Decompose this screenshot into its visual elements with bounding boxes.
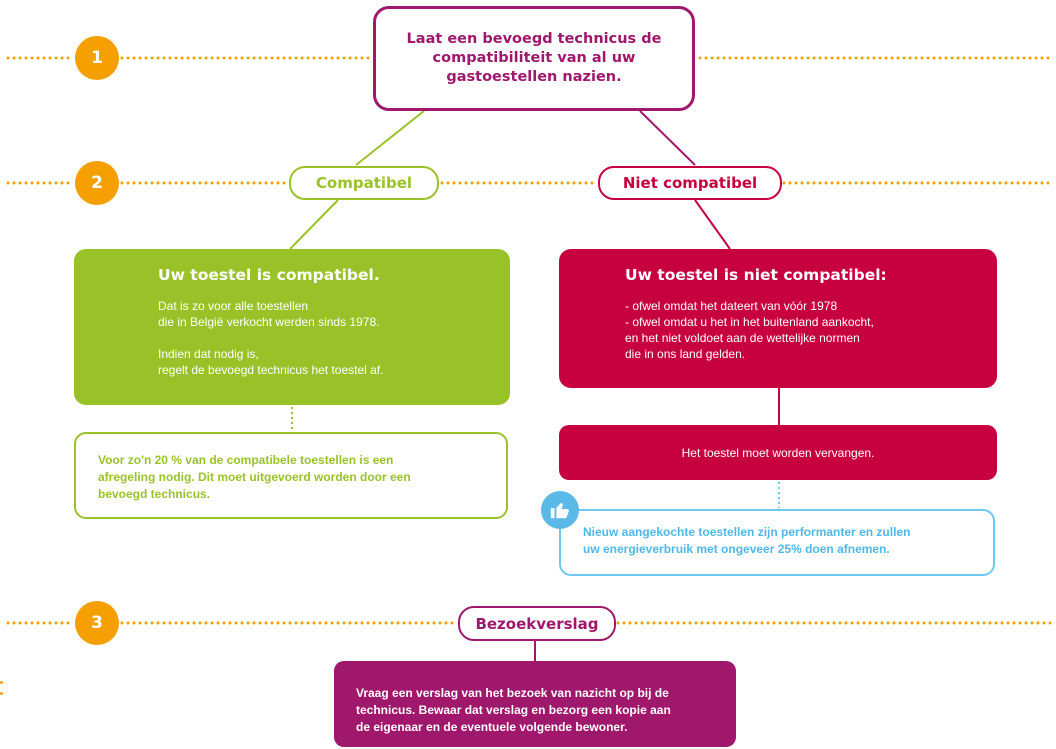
report-box: Vraag een verslag van het bezoek van naz… [334,661,736,747]
step-3-badge: 3 [75,601,119,645]
link-compatibel-to-box [289,199,339,250]
replace-action-text: Het toestel moet worden vervangen. [681,445,875,460]
compatibel-label: Compatibel [315,174,413,192]
not-compatible-title: Uw toestel is niet compatibel: [625,266,887,284]
link-niet-compatibel-to-box [694,199,731,250]
compatibel-pill: Compatibel [289,166,439,200]
energy-tip-box: Nieuw aangekochte toestellen zijn perfor… [559,509,995,576]
replace-action-box: Het toestel moet worden vervangen. [559,425,997,480]
not-compatible-text: - ofwel omdat het dateert van vóór 1978 … [625,299,874,361]
thumbs-up-icon [541,491,579,529]
decorative-dot [0,692,3,695]
compatible-box: Uw toestel is compatibel. Dat is zo voor… [74,249,510,405]
compatible-title: Uw toestel is compatibel. [158,266,380,284]
bezoekverslag-label: Bezoekverslag [475,614,599,633]
start-box: Laat een bevoegd technicus de compatibil… [373,6,695,111]
niet-compatibel-label: Niet compatibel [622,174,758,192]
link-start-to-compatibel [355,110,425,166]
bezoekverslag-pill: Bezoekverslag [458,606,616,641]
decorative-dot [0,681,3,684]
step-2-badge: 2 [75,161,119,205]
start-text: Laat een bevoegd technicus de compatibil… [406,31,662,85]
compatible-paragraph-1: Dat is zo voor alle toestellen die in Be… [158,299,380,329]
link-start-to-niet-compatibel [639,110,696,166]
niet-compatibel-pill: Niet compatibel [598,166,782,200]
compatible-paragraph-2: Indien dat nodig is, regelt de bevoegd t… [158,347,384,377]
step-1-badge: 1 [75,36,119,80]
compatible-note: Voor zo'n 20 % van de compatibele toeste… [74,432,508,519]
not-compatible-box: Uw toestel is niet compatibel: - ofwel o… [559,249,997,388]
